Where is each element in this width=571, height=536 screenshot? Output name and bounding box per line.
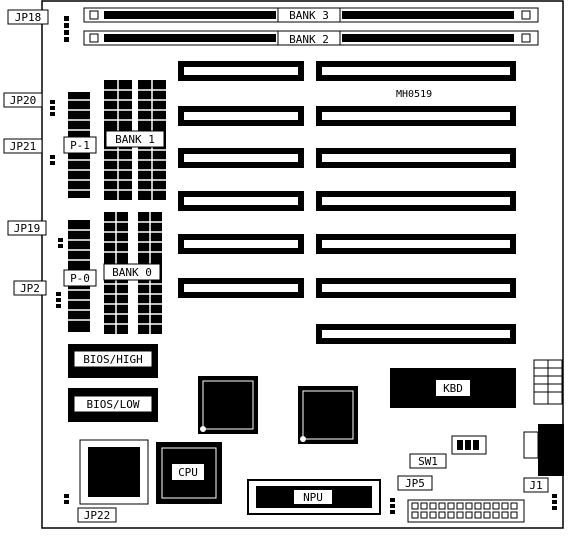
jp21-jumper xyxy=(50,155,55,165)
bank-3-slot: BANK 3 xyxy=(83,7,539,23)
plcc-chip-1 xyxy=(198,376,258,434)
j1-label: J1 xyxy=(529,479,542,492)
jp5-label: JP5 xyxy=(405,477,425,490)
plcc-chip-2 xyxy=(298,386,358,444)
cpu-socket xyxy=(79,439,149,505)
battery xyxy=(533,359,563,405)
bios-low-label: BIOS/LOW xyxy=(87,398,140,411)
cpu-chip: CPU xyxy=(156,442,222,504)
jp18-label: JP18 xyxy=(15,11,42,24)
bios-low-chip: BIOS/LOW xyxy=(68,388,158,422)
cpu-label: CPU xyxy=(178,466,198,479)
jp21-label: JP21 xyxy=(10,140,37,153)
keyboard-connector xyxy=(523,424,564,476)
bank-3-label: BANK 3 xyxy=(289,9,329,22)
kbd-controller: KBD xyxy=(390,368,516,408)
power-connector xyxy=(407,499,525,523)
kbd-label: KBD xyxy=(443,382,463,395)
jp19-label: JP19 xyxy=(14,222,41,235)
sw1-label: SW1 xyxy=(418,455,438,468)
jp22-jumper xyxy=(64,494,69,504)
jp18-jumper xyxy=(64,16,69,42)
jp5-jumper xyxy=(390,498,395,514)
jp20-jumper xyxy=(50,100,55,116)
bank-0-label: BANK 0 xyxy=(112,266,152,279)
jp19-jumper xyxy=(58,238,63,248)
bank-2-label: BANK 2 xyxy=(289,33,329,46)
p0-label: P-0 xyxy=(70,272,90,285)
jp2-label: JP2 xyxy=(20,282,40,295)
model-number: MH0519 xyxy=(396,89,432,100)
bank-1-label: BANK 1 xyxy=(115,133,155,146)
p1-label: P-1 xyxy=(70,139,90,152)
bios-high-label: BIOS/HIGH xyxy=(83,353,143,366)
jp2-jumper xyxy=(56,292,61,308)
expansion-slots-right xyxy=(316,61,516,344)
bank-2-slot: BANK 2 xyxy=(83,30,539,46)
npu-socket: NPU xyxy=(247,479,381,515)
j1-jumper xyxy=(552,494,557,510)
jp22-label: JP22 xyxy=(84,509,111,522)
npu-label: NPU xyxy=(303,491,323,504)
sw1-dip-switch xyxy=(451,435,487,455)
jp20-label: JP20 xyxy=(10,94,37,107)
bios-high-chip: BIOS/HIGH xyxy=(68,344,158,378)
expansion-slots-left xyxy=(178,61,304,298)
